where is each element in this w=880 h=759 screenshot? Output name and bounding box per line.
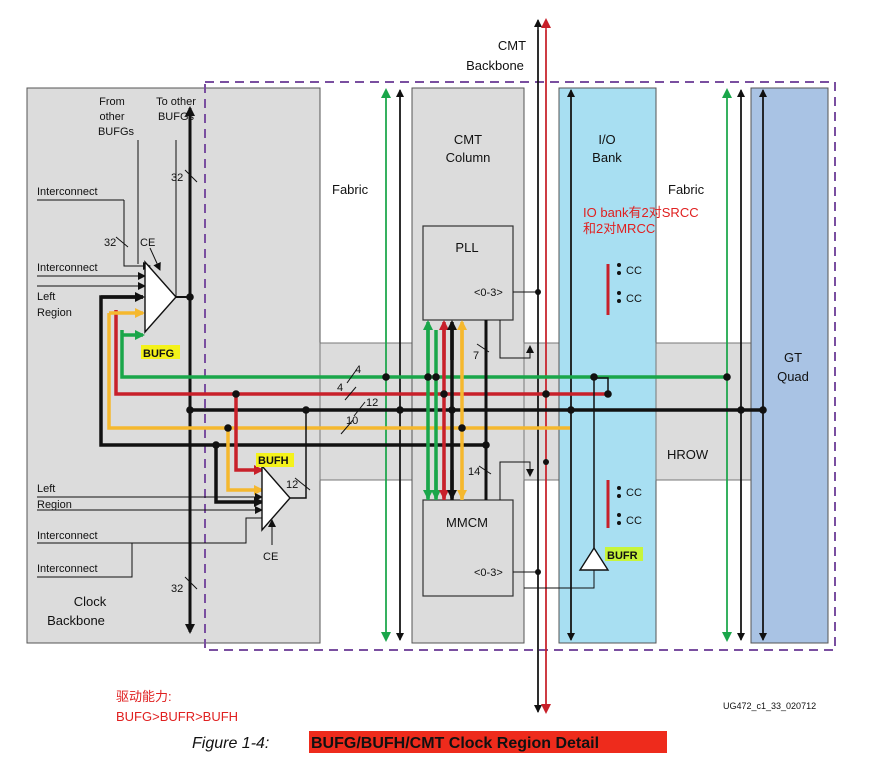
left-region-label-2b: Region bbox=[37, 499, 72, 511]
black-bus-width: 12 bbox=[366, 397, 378, 409]
interconnect-label-2: Interconnect bbox=[37, 262, 98, 274]
to-other-bufgs-label-2: BUFGs bbox=[158, 111, 195, 123]
gt-quad-label-2: Quad bbox=[777, 369, 809, 384]
cc-label-1: CC bbox=[626, 265, 642, 277]
bufg-ce-arrow bbox=[149, 247, 161, 271]
backbone-bottom-width: 32 bbox=[171, 583, 183, 595]
cmt-column-label-2: Column bbox=[446, 150, 491, 165]
mmcm-port-label: <0-3> bbox=[474, 567, 503, 579]
backbone-bottom-slash bbox=[184, 576, 198, 590]
caption-title-highlight bbox=[309, 731, 667, 753]
bufr-highlight bbox=[605, 547, 643, 561]
drive-note-2: BUFG>BUFR>BUFH bbox=[116, 709, 238, 724]
cmt-column-label-1: CMT bbox=[454, 132, 482, 147]
from-other-bufgs-label-3: BUFGs bbox=[98, 126, 135, 138]
bufg-triangle bbox=[144, 260, 177, 334]
mmcm-label: MMCM bbox=[446, 515, 488, 530]
bufh-ce-interconnect bbox=[37, 543, 133, 578]
left-region-label-1b: Region bbox=[37, 307, 72, 319]
interconnect-label-4: Interconnect bbox=[37, 563, 98, 575]
gt-quad-label-1: GT bbox=[784, 350, 802, 365]
gt-quad-panel bbox=[750, 87, 829, 644]
left-region-label-1a: Left bbox=[37, 291, 55, 303]
clock-region-boundary bbox=[204, 81, 836, 651]
bufr-clock-route bbox=[594, 377, 609, 394]
caption-number: Figure 1-4: bbox=[192, 735, 269, 752]
interconnect-label-3: Interconnect bbox=[37, 530, 98, 542]
bufh-green-red-tap bbox=[234, 394, 264, 475]
bufg-ce-label: CE bbox=[140, 237, 155, 249]
bufr-output bbox=[524, 570, 595, 589]
bufh-bus-slash bbox=[294, 477, 311, 491]
red-bus-slash bbox=[344, 386, 357, 401]
bufg-bus-width-top: 32 bbox=[171, 172, 183, 184]
hrow-yellow bbox=[107, 313, 570, 430]
green-bus-slash bbox=[346, 368, 358, 384]
io-note-2: 和2对MRCC bbox=[583, 221, 655, 236]
interconnect-label-1: Interconnect bbox=[37, 186, 98, 198]
bufg-bus-slash-top bbox=[184, 169, 198, 183]
mmcm-block bbox=[422, 499, 514, 597]
bufh-black-tap bbox=[214, 445, 264, 507]
bufh-triangle bbox=[261, 464, 291, 532]
pll-bus-route bbox=[499, 320, 534, 359]
drive-note-1: 驱动能力: bbox=[116, 689, 172, 704]
io-note-1: IO bank有2对SRCC bbox=[583, 205, 699, 220]
cc-dots bbox=[617, 263, 621, 525]
ce-bus-width-label: 32 bbox=[104, 237, 116, 249]
bufr-label: BUFR bbox=[607, 550, 638, 562]
fabric-label-left: Fabric bbox=[332, 182, 369, 197]
left-region-label-2a: Left bbox=[37, 483, 55, 495]
yellow-bus-width: 10 bbox=[346, 415, 358, 427]
cc-label-4: CC bbox=[626, 515, 642, 527]
bufh-yellow-tap bbox=[226, 428, 264, 495]
from-other-bufgs-label-2: other bbox=[99, 111, 124, 123]
bufh-highlight bbox=[256, 453, 294, 467]
clock-backbone-label-2: Backbone bbox=[47, 613, 105, 628]
mmcm-bus-slash bbox=[478, 465, 492, 475]
hrow-green bbox=[120, 330, 727, 379]
clock-backbone-label-1: Clock bbox=[74, 594, 107, 609]
cmt-backbone-label-1: CMT bbox=[498, 38, 526, 53]
fabric-label-right: Fabric bbox=[668, 182, 705, 197]
clock-backbone-panel bbox=[26, 87, 321, 644]
pll-bus-slash bbox=[476, 343, 490, 353]
mmcm-bus-width: 14 bbox=[468, 466, 480, 478]
bufh-interconnect bbox=[37, 517, 262, 544]
bufh-bus-width: 12 bbox=[286, 479, 298, 491]
red-bus-width: 4 bbox=[337, 382, 343, 394]
io-bank-label-2: Bank bbox=[592, 150, 622, 165]
doc-id-label: UG472_c1_33_020712 bbox=[723, 701, 816, 711]
cc-label-2: CC bbox=[626, 293, 642, 305]
bufh-ce-label: CE bbox=[263, 551, 278, 563]
pll-block bbox=[422, 225, 514, 321]
pll-label: PLL bbox=[455, 240, 478, 255]
from-other-bufgs-label-1: From bbox=[99, 96, 125, 108]
junction-dots bbox=[186, 289, 767, 575]
cmt-backbone-label-2: Backbone bbox=[466, 58, 524, 73]
black-bus-slash bbox=[353, 401, 366, 417]
bufh-label: BUFH bbox=[258, 455, 289, 467]
cc-label-3: CC bbox=[626, 487, 642, 499]
pll-port-label: <0-3> bbox=[474, 287, 503, 299]
bufh-output bbox=[290, 410, 307, 499]
ce-bus-slash bbox=[115, 236, 129, 248]
yellow-bus-slash bbox=[340, 419, 354, 435]
hrow-label: HROW bbox=[667, 447, 709, 462]
bufg-interconnect-1-route bbox=[123, 200, 151, 270]
green-bus-width: 4 bbox=[355, 364, 361, 376]
bufg-highlight bbox=[141, 345, 180, 359]
mmcm-bus-route bbox=[499, 461, 534, 500]
caption-title: BUFG/BUFH/CMT Clock Region Detail bbox=[311, 735, 599, 752]
to-other-bufgs-label-1: To other bbox=[156, 96, 196, 108]
pll-bus-width: 7 bbox=[473, 350, 479, 362]
bufg-label: BUFG bbox=[143, 348, 174, 360]
io-bank-label-1: I/O bbox=[598, 132, 615, 147]
